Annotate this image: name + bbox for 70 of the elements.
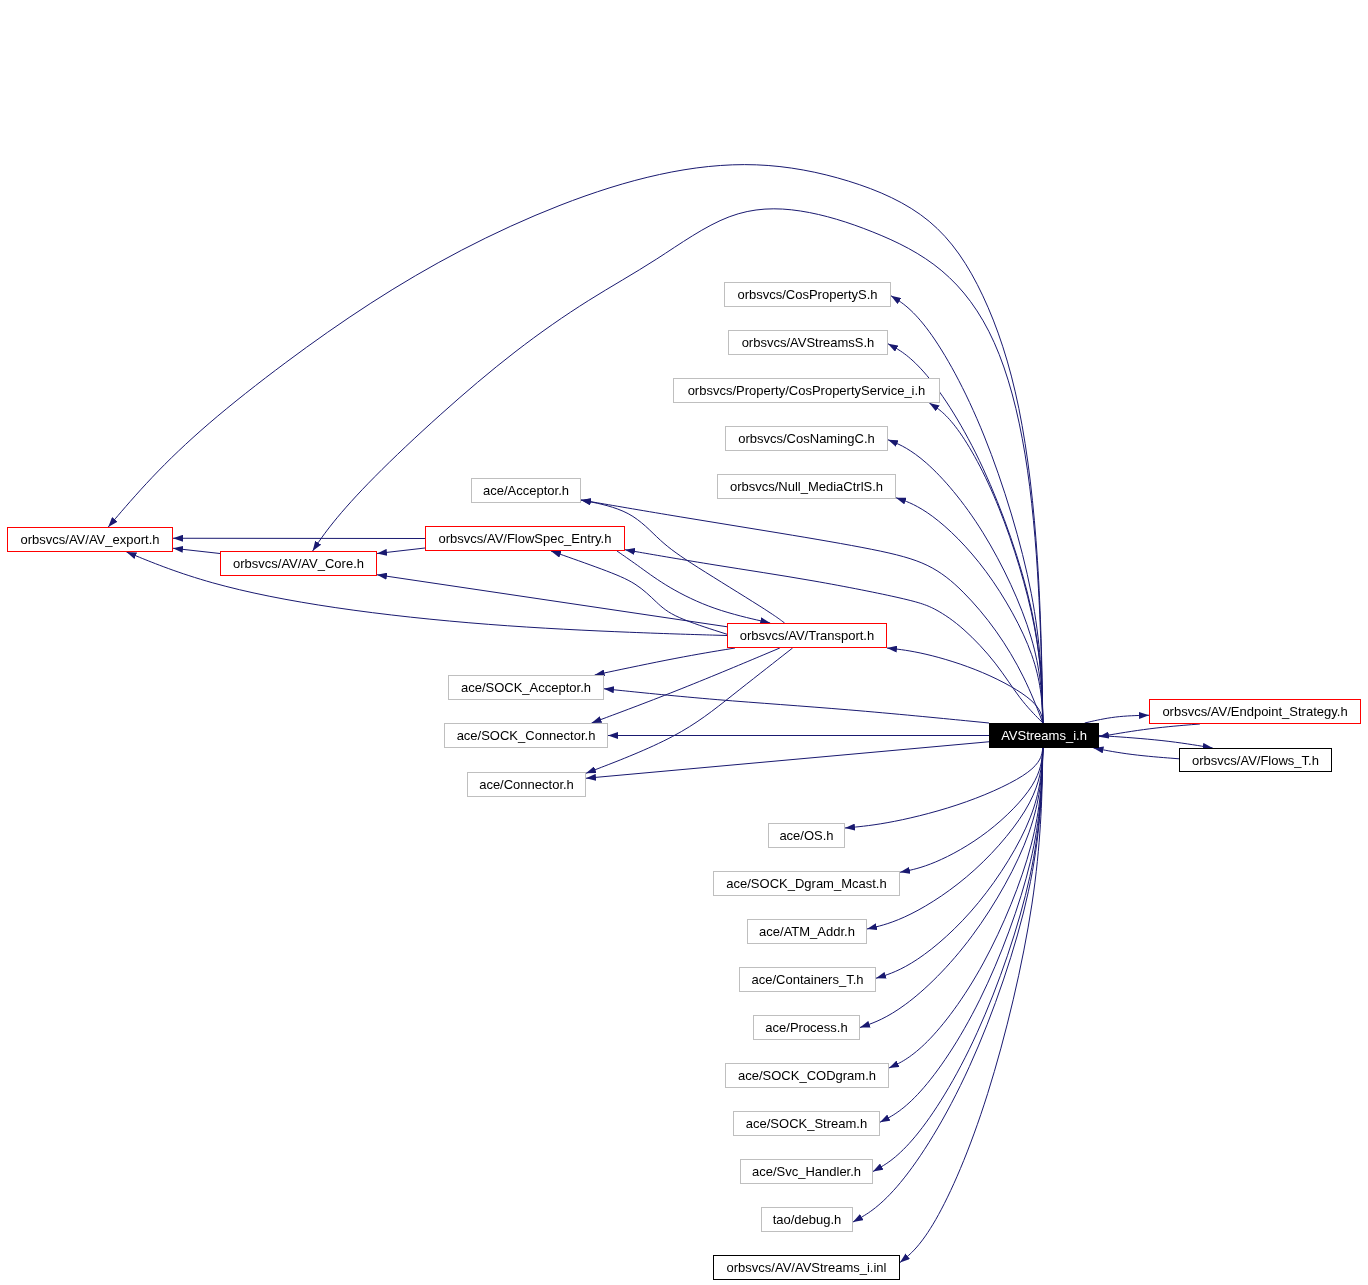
- include-arrow: [1098, 735, 1214, 750]
- header-file-node: [727, 623, 887, 648]
- file-name: ace/OS.h: [779, 828, 834, 843]
- file-name: orbsvcs/CosNamingC.h: [738, 431, 875, 446]
- include-arrow: [616, 550, 771, 625]
- include-arrow: [591, 647, 781, 724]
- file-name: tao/debug.h: [772, 1212, 842, 1227]
- include-arrow: [172, 545, 221, 554]
- header-file-node: [713, 1255, 900, 1280]
- file-name: ace/Acceptor.h: [483, 483, 569, 498]
- header-file-node: [713, 871, 900, 896]
- file-name: ace/SOCK_Connector.h: [456, 728, 596, 743]
- file-name: orbsvcs/CosPropertyS.h: [737, 287, 878, 302]
- include-arrow: [607, 732, 990, 739]
- file-name: orbsvcs/Property/CosPropertyService_i.h: [687, 383, 926, 398]
- file-name: ace/Containers_T.h: [751, 972, 864, 987]
- header-file-node: [725, 1063, 889, 1088]
- include-arrow: [585, 741, 990, 781]
- header-file-node: [425, 526, 625, 551]
- file-name: ace/Svc_Handler.h: [751, 1164, 862, 1179]
- header-file-node: [467, 772, 586, 797]
- header-file-node: [768, 823, 845, 848]
- header-file-node: [725, 426, 888, 451]
- include-arrow: [899, 747, 1044, 1263]
- header-file-node: [673, 378, 940, 403]
- header-file-node: [740, 1159, 873, 1184]
- file-name: AVStreams_i.h: [1001, 728, 1087, 743]
- header-file-node: [7, 527, 173, 552]
- file-name: ace/SOCK_Acceptor.h: [460, 680, 592, 695]
- header-file-node: [220, 551, 377, 576]
- file-name: orbsvcs/AV/AV_Core.h: [233, 556, 364, 571]
- file-name: orbsvcs/AV/FlowSpec_Entry.h: [438, 531, 612, 546]
- file-name: orbsvcs/AV/Endpoint_Strategy.h: [1162, 704, 1348, 719]
- header-file-node: [733, 1111, 880, 1136]
- include-arrow: [126, 551, 728, 636]
- include-arrow: [603, 686, 990, 724]
- header-file-node: [1179, 748, 1332, 772]
- file-name: ace/Connector.h: [479, 777, 574, 792]
- header-file-node: [739, 967, 876, 992]
- header-file-node: [471, 478, 581, 503]
- header-file-node: [448, 675, 604, 700]
- header-file-node: [717, 474, 896, 499]
- header-file-node: [444, 723, 608, 748]
- include-arrow: [376, 572, 728, 628]
- include-arrow: [624, 548, 1044, 724]
- include-arrow: [1084, 711, 1150, 724]
- file-name: ace/SOCK_Stream.h: [745, 1116, 868, 1131]
- header-file-node: [747, 919, 867, 944]
- header-file-node: [753, 1015, 860, 1040]
- header-file-node: [761, 1207, 853, 1232]
- file-name: orbsvcs/AV/AV_export.h: [20, 532, 160, 547]
- include-arrow: [376, 547, 426, 556]
- include-arrow: [550, 550, 728, 635]
- file-name: ace/Process.h: [765, 1020, 848, 1035]
- include-arrow: [580, 498, 786, 624]
- header-file-node: [724, 282, 891, 307]
- file-name: orbsvcs/AV/Transport.h: [739, 628, 875, 643]
- include-arrow: [585, 647, 794, 774]
- file-name: ace/SOCK_CODgram.h: [738, 1068, 876, 1083]
- include-arrow: [172, 534, 426, 542]
- file-name: ace/ATM_Addr.h: [759, 924, 855, 939]
- file-name: orbsvcs/AVStreamsS.h: [741, 335, 875, 350]
- header-file-node: [1149, 699, 1361, 724]
- file-name: orbsvcs/Null_MediaCtrlS.h: [729, 479, 884, 494]
- file-name: orbsvcs/AV/Flows_T.h: [1192, 752, 1319, 768]
- header-file-node: [728, 330, 888, 355]
- include-arrow: [1093, 746, 1180, 760]
- current-file-node: [989, 723, 1099, 748]
- file-name: orbsvcs/AV/AVStreams_i.inl: [726, 1260, 887, 1275]
- file-name: ace/SOCK_Dgram_Mcast.h: [726, 876, 887, 891]
